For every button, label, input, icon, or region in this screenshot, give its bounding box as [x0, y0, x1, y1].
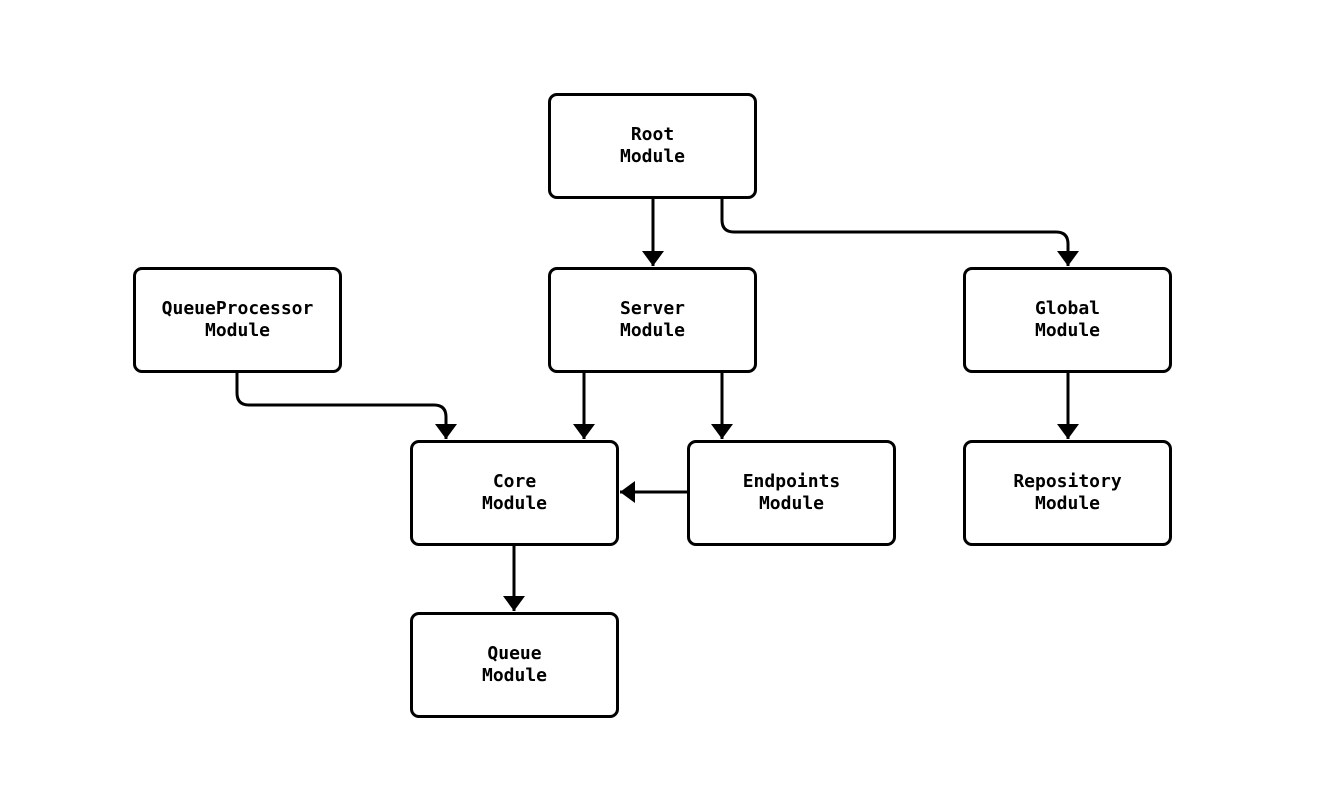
arrowhead-root-to-server [642, 251, 664, 266]
node-server-module: Server Module [548, 267, 757, 373]
arrowhead-server-to-endpoints [711, 424, 733, 439]
node-label-endpoints: Endpoints Module [742, 471, 841, 514]
node-core-module: Core Module [410, 440, 619, 546]
arrowhead-endpoints-to-core [620, 481, 635, 503]
node-label-server: Server Module [619, 298, 686, 341]
node-label-queue: Queue Module [481, 643, 548, 686]
edge-root-to-global [720, 199, 1070, 266]
node-queue-module: Queue Module [410, 612, 619, 718]
node-label-core: Core Module [481, 471, 548, 514]
node-queueprocessor-module: QueueProcessor Module [133, 267, 342, 373]
node-label-queueprocessor: QueueProcessor Module [161, 298, 314, 341]
node-label-global: Global Module [1034, 298, 1101, 341]
node-endpoints-module: Endpoints Module [687, 440, 896, 546]
arrowhead-queueprocessor-to-core [435, 424, 457, 439]
node-global-module: Global Module [963, 267, 1172, 373]
edge-queueprocessor-to-core [235, 373, 448, 439]
node-root-module: Root Module [548, 93, 757, 199]
arrowhead-root-to-global [1057, 251, 1079, 266]
arrowhead-global-to-repository [1057, 424, 1079, 439]
node-repository-module: Repository Module [963, 440, 1172, 546]
arrowhead-core-to-queue [503, 596, 525, 611]
node-label-root: Root Module [619, 124, 686, 167]
node-label-repository: Repository Module [1013, 471, 1122, 514]
arrowhead-server-to-core [573, 424, 595, 439]
